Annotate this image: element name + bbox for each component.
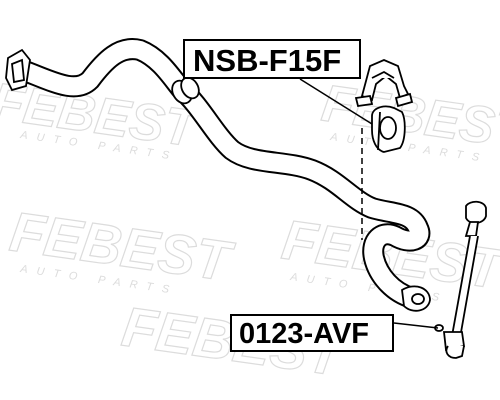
bar-ring <box>171 76 200 105</box>
leader-bushing <box>299 78 373 125</box>
bar-left-end <box>5 48 31 92</box>
bushing <box>371 105 406 153</box>
stabilizer-bar <box>11 38 431 309</box>
bushing-bracket <box>354 59 414 108</box>
part-label-bushing: NSB-F15F <box>183 39 361 79</box>
bar-right-end <box>401 285 431 312</box>
stabilizer-link <box>434 200 487 359</box>
leader-lines <box>299 78 439 329</box>
part-label-link: 0123-AVF <box>230 314 394 352</box>
leader-link <box>393 322 439 329</box>
